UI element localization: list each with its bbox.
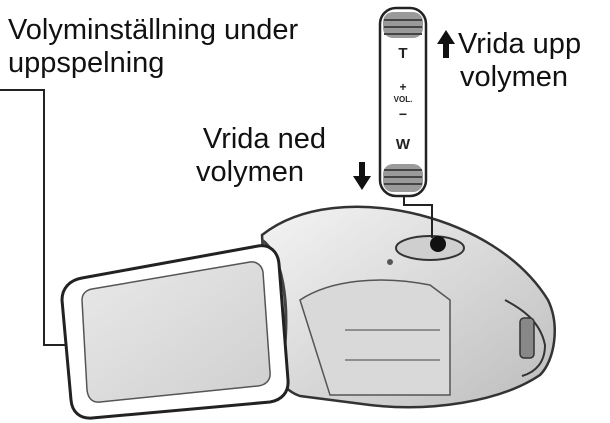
- arrow-down-icon: [353, 162, 371, 190]
- arrow-up-icon: [437, 30, 455, 58]
- volume-up-label: Vrida upp volymen: [458, 28, 581, 94]
- volume-down-label: Vrida ned volymen: [196, 123, 326, 189]
- volume-down-line-1: Vrida ned: [202, 123, 326, 155]
- lever-minus-label: −: [398, 106, 408, 122]
- zoom-volume-lever-illustration: [378, 6, 428, 198]
- lever-tele-label: T: [398, 45, 408, 62]
- lever-vol-label: VOL.: [393, 95, 413, 104]
- volume-down-line-2: volymen: [196, 156, 304, 188]
- playback-volume-line-2: uppspelning: [8, 47, 165, 79]
- lever-wide-label: W: [395, 136, 411, 153]
- playback-volume-label: Volyminställning under uppspelning: [8, 14, 298, 80]
- playback-volume-line-1: Volyminställning under: [8, 14, 299, 46]
- lever-plus-label: +: [399, 80, 407, 94]
- volume-up-line-1: Vrida upp: [458, 28, 582, 60]
- connector-line: [403, 192, 433, 238]
- lcd-screen: [81, 261, 271, 403]
- volume-up-line-2: volymen: [460, 61, 568, 93]
